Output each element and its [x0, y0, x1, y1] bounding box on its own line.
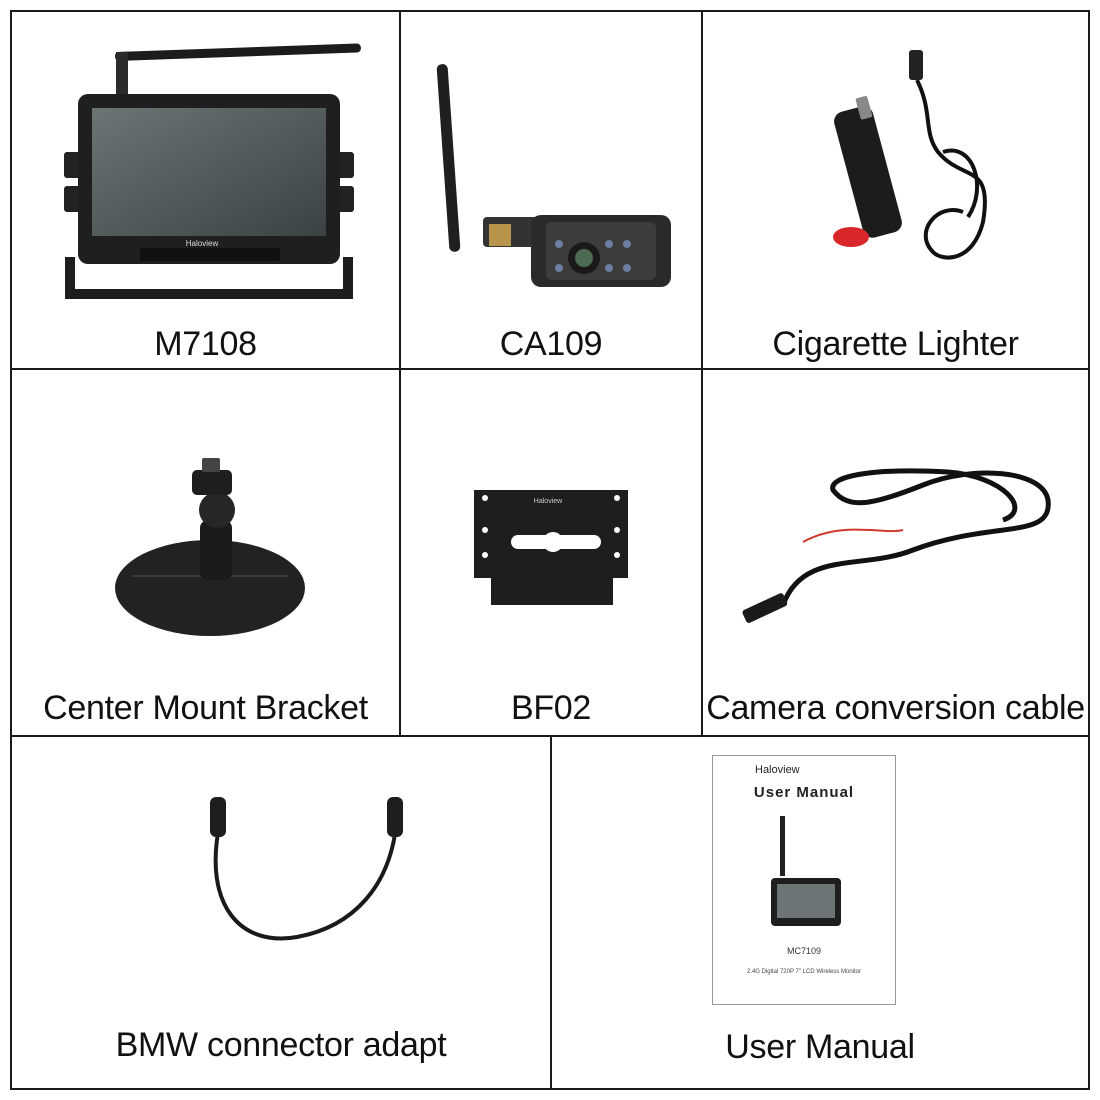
item-m7108: Haloview M7108 [10, 10, 401, 370]
manual-subtitle: 2.4G Digital 720P 7" LCD Wireless Monito… [746, 969, 862, 975]
bmw-connector-image [210, 797, 403, 941]
item-bmw-connector-adapt: BMW connector adapt [10, 735, 552, 1090]
label-m7108: M7108 [154, 325, 257, 363]
bracket-plate-image: Haloview [474, 490, 628, 605]
label-user-manual: User Manual [725, 1028, 915, 1066]
manual-title: User Manual [753, 784, 855, 801]
item-ca109: CA109 [399, 10, 703, 370]
label-center-mount-bracket: Center Mount Bracket [43, 689, 368, 727]
manual-brand: Haloview [755, 764, 800, 776]
mount-bracket-image [115, 458, 305, 636]
conversion-cable-image [742, 468, 1051, 623]
item-camera-conversion-cable: Camera conversion cable [701, 368, 1090, 737]
item-center-mount-bracket: Center Mount Bracket [10, 368, 401, 737]
label-cigarette-lighter: Cigarette Lighter [772, 325, 1019, 363]
monitor-image: Haloview [64, 43, 361, 299]
item-bf02: Haloview BF02 [399, 368, 703, 737]
label-camera-conversion-cable: Camera conversion cable [706, 689, 1085, 727]
cigarette-lighter-image [833, 50, 987, 260]
monitor-brand: Haloview [186, 239, 219, 248]
manual-cover: Haloview User Manual MC7109 2.4G Digital… [712, 755, 896, 1005]
camera-image [436, 64, 671, 287]
label-ca109: CA109 [499, 325, 603, 363]
manual-model: MC7109 [786, 946, 822, 956]
item-user-manual: Haloview User Manual MC7109 2.4G Digital… [550, 735, 1090, 1090]
plate-brand: Haloview [534, 498, 563, 505]
manual-monitor-image [771, 816, 841, 926]
item-cigarette-lighter: Cigarette Lighter [701, 10, 1090, 370]
label-bmw-connector-adapt: BMW connector adapt [115, 1026, 447, 1064]
label-bf02: BF02 [510, 689, 592, 727]
